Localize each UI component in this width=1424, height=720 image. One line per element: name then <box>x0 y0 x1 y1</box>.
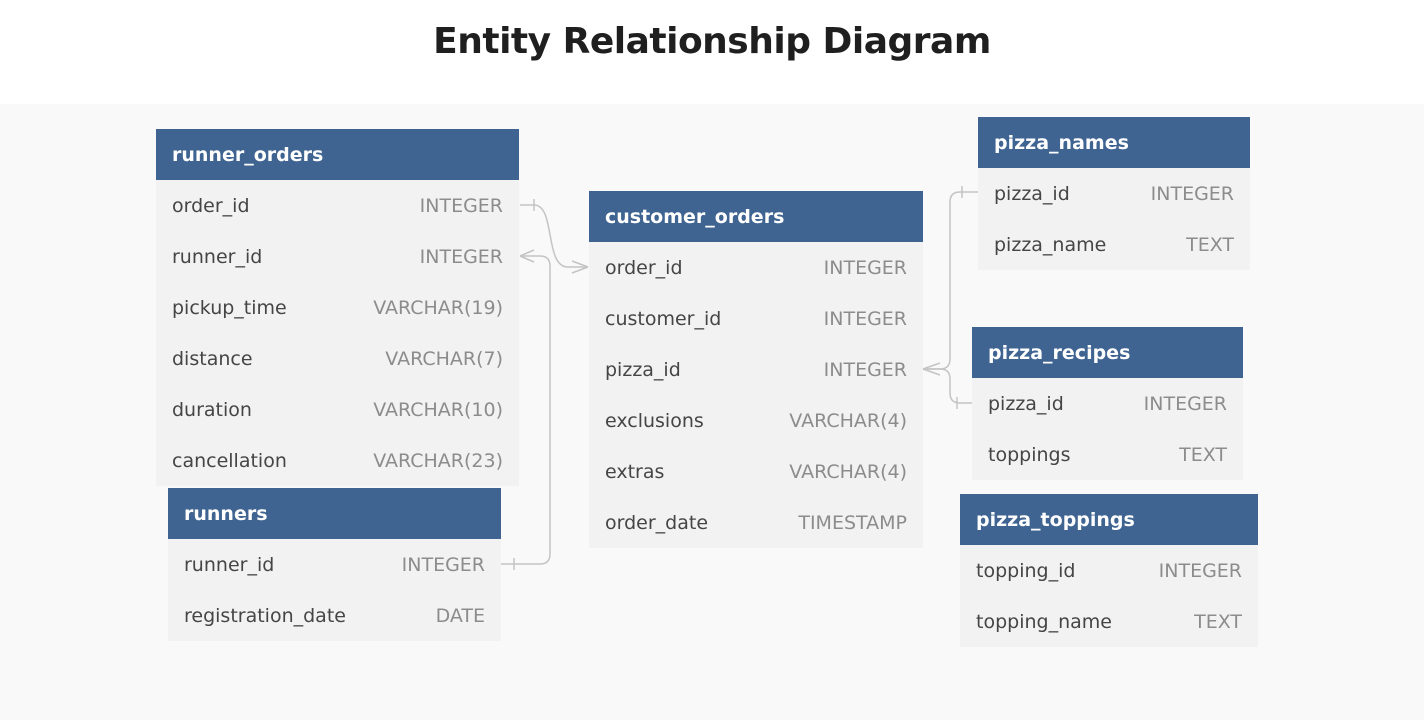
table-header[interactable]: runner_orders <box>156 129 519 180</box>
column-type: VARCHAR(4) <box>789 409 907 432</box>
table-row[interactable]: pizza_id INTEGER <box>972 378 1243 429</box>
table-pizza-names[interactable]: pizza_names pizza_id INTEGER pizza_name TE… <box>978 117 1250 270</box>
column-type: INTEGER <box>823 307 907 330</box>
title-bar: Entity Relationship Diagram <box>0 0 1424 104</box>
table-row[interactable]: extras VARCHAR(4) <box>589 446 923 497</box>
table-row[interactable]: duration VARCHAR(10) <box>156 384 519 435</box>
column-type: VARCHAR(4) <box>789 460 907 483</box>
table-header[interactable]: runners <box>168 488 501 539</box>
column-type: DATE <box>435 604 485 627</box>
column-name: runner_id <box>184 553 275 576</box>
table-pizza-toppings[interactable]: pizza_toppings topping_id INTEGER topping… <box>960 494 1258 647</box>
table-row[interactable]: order_id INTEGER <box>156 180 519 231</box>
column-name: exclusions <box>605 409 704 432</box>
column-name: topping_id <box>976 559 1076 582</box>
table-row[interactable]: customer_id INTEGER <box>589 293 923 344</box>
table-row[interactable]: runner_id INTEGER <box>168 539 501 590</box>
column-type: INTEGER <box>823 256 907 279</box>
table-row[interactable]: exclusions VARCHAR(4) <box>589 395 923 446</box>
column-type: TEXT <box>1186 233 1234 256</box>
column-name: extras <box>605 460 665 483</box>
column-name: pizza_id <box>994 182 1070 205</box>
column-name: toppings <box>988 443 1071 466</box>
table-header[interactable]: customer_orders <box>589 191 923 242</box>
table-runners[interactable]: runners runner_id INTEGER registration_da… <box>168 488 501 641</box>
column-name: order_id <box>605 256 683 279</box>
column-type: INTEGER <box>401 553 485 576</box>
table-row[interactable]: runner_id INTEGER <box>156 231 519 282</box>
table-header[interactable]: pizza_toppings <box>960 494 1258 545</box>
column-name: distance <box>172 347 253 370</box>
page-title: Entity Relationship Diagram <box>433 20 991 62</box>
column-type: INTEGER <box>1150 182 1234 205</box>
column-type: INTEGER <box>1143 392 1227 415</box>
column-type: INTEGER <box>1158 559 1242 582</box>
table-row[interactable]: order_id INTEGER <box>589 242 923 293</box>
column-type: INTEGER <box>419 194 503 217</box>
column-type: INTEGER <box>419 245 503 268</box>
table-row[interactable]: pizza_name TEXT <box>978 219 1250 270</box>
table-row[interactable]: distance VARCHAR(7) <box>156 333 519 384</box>
column-name: order_date <box>605 511 709 534</box>
table-row[interactable]: order_date TIMESTAMP <box>589 497 923 548</box>
column-name: cancellation <box>172 449 287 472</box>
table-pizza-recipes[interactable]: pizza_recipes pizza_id INTEGER toppings TE… <box>972 327 1243 480</box>
column-name: pizza_id <box>988 392 1064 415</box>
column-name: runner_id <box>172 245 263 268</box>
column-type: TEXT <box>1194 610 1242 633</box>
column-name: customer_id <box>605 307 722 330</box>
table-row[interactable]: toppings TEXT <box>972 429 1243 480</box>
column-name: pizza_name <box>994 233 1107 256</box>
column-name: registration_date <box>184 604 346 627</box>
table-row[interactable]: pizza_id INTEGER <box>978 168 1250 219</box>
column-type: TEXT <box>1179 443 1227 466</box>
column-type: VARCHAR(19) <box>373 296 503 319</box>
table-row[interactable]: registration_date DATE <box>168 590 501 641</box>
table-row[interactable]: topping_name TEXT <box>960 596 1258 647</box>
table-row[interactable]: topping_id INTEGER <box>960 545 1258 596</box>
table-row[interactable]: pickup_time VARCHAR(19) <box>156 282 519 333</box>
table-header[interactable]: pizza_recipes <box>972 327 1243 378</box>
column-name: pizza_id <box>605 358 681 381</box>
column-type: TIMESTAMP <box>798 511 907 534</box>
column-type: INTEGER <box>823 358 907 381</box>
column-type: VARCHAR(7) <box>385 347 503 370</box>
table-row[interactable]: pizza_id INTEGER <box>589 344 923 395</box>
table-header[interactable]: pizza_names <box>978 117 1250 168</box>
column-type: VARCHAR(23) <box>373 449 503 472</box>
column-name: order_id <box>172 194 250 217</box>
column-type: VARCHAR(10) <box>373 398 503 421</box>
table-row[interactable]: cancellation VARCHAR(23) <box>156 435 519 486</box>
column-name: duration <box>172 398 252 421</box>
column-name: pickup_time <box>172 296 287 319</box>
column-name: topping_name <box>976 610 1112 633</box>
